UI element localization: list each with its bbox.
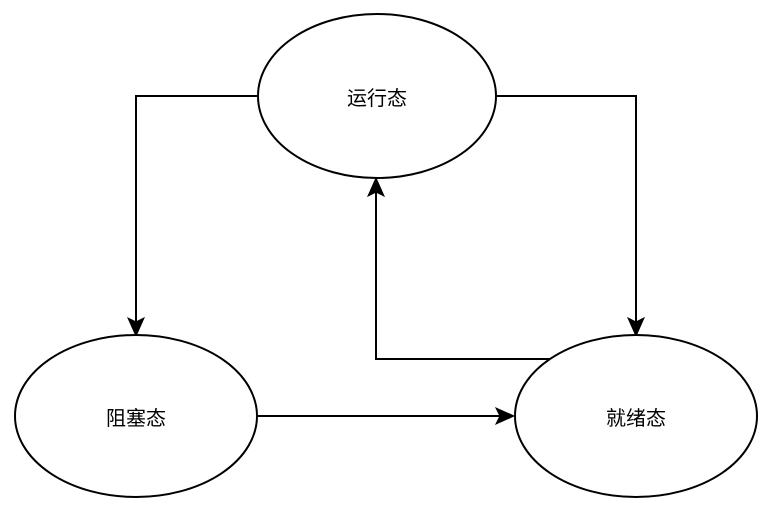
edge-running-to-ready bbox=[496, 95, 646, 338]
edge-blocked-to-ready bbox=[258, 406, 516, 426]
node-blocked-ellipse bbox=[14, 334, 258, 498]
edge-line bbox=[496, 95, 637, 322]
node-ready: 就绪态 bbox=[514, 334, 758, 498]
edge-line bbox=[375, 192, 550, 360]
node-blocked-label: 阻塞态 bbox=[106, 406, 166, 430]
node-blocked: 阻塞态 bbox=[14, 334, 258, 498]
arrowhead bbox=[366, 176, 386, 198]
edge-line bbox=[135, 95, 258, 322]
node-running-ellipse bbox=[257, 13, 497, 179]
node-ready-ellipse bbox=[514, 334, 758, 498]
arrowhead bbox=[494, 406, 516, 426]
node-running: 运行态 bbox=[257, 13, 497, 179]
arrowhead bbox=[126, 316, 146, 338]
edge-ready-to-running bbox=[366, 176, 550, 360]
node-ready-label: 就绪态 bbox=[606, 406, 666, 430]
edge-running-to-blocked bbox=[126, 95, 258, 338]
node-running-label: 运行态 bbox=[347, 86, 407, 110]
arrowhead bbox=[626, 316, 646, 338]
